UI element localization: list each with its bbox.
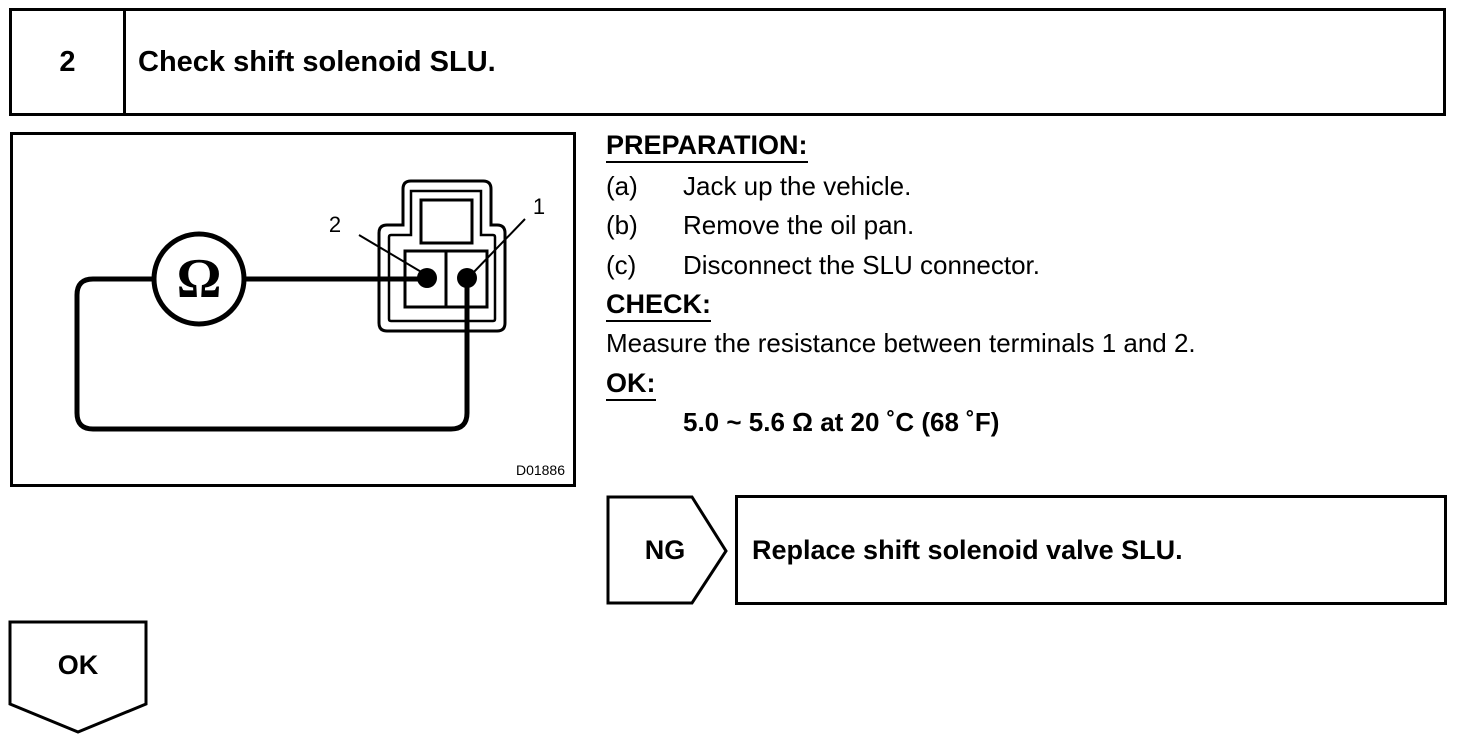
preparation-step-b: (b) Remove the oil pan. (606, 210, 914, 240)
preparation-heading: PREPARATION: (606, 130, 808, 163)
terminal-1-label: 1 (533, 194, 545, 219)
step-text: Disconnect the SLU connector. (683, 250, 1040, 280)
ng-arrow-tag (606, 495, 728, 605)
leader-line-2 (358, 234, 424, 274)
ng-action-box: Replace shift solenoid valve SLU. (735, 495, 1447, 605)
step-title: Check shift solenoid SLU. (138, 45, 496, 78)
wire-loop (74, 276, 470, 432)
step-letter: (c) (606, 250, 637, 280)
check-instruction: Measure the resistance between terminals… (606, 328, 1196, 358)
ng-action-text: Replace shift solenoid valve SLU. (752, 534, 1183, 565)
figure-code: D01886 (515, 462, 565, 478)
preparation-step-a: (a) Jack up the vehicle. (606, 171, 911, 201)
ok-label: OK (57, 649, 99, 680)
step-header: 2 Check shift solenoid SLU. (9, 8, 1446, 116)
resistance-specification: 5.0 ~ 5.6 Ω at 20 ˚C (68 ˚F) (683, 407, 1000, 437)
step-letter: (b) (606, 210, 638, 240)
step-text: Jack up the vehicle. (683, 171, 912, 201)
connector-diagram: Ω 2 1 D01886 (10, 132, 576, 487)
terminal-2-label: 2 (329, 212, 341, 237)
ohmmeter-circuit-diagram: Ω 2 1 (74, 179, 545, 432)
connector-inner-shell (387, 189, 497, 323)
leader-line-1 (470, 218, 526, 276)
connector-outer-shell (377, 179, 507, 333)
ok-spec-heading: OK: (606, 368, 656, 401)
connector-key (419, 198, 474, 245)
ohmmeter-icon (151, 231, 247, 327)
ok-arrow-tag (8, 620, 148, 734)
step-text: Remove the oil pan. (683, 210, 915, 240)
ng-label: NG (644, 534, 686, 565)
step-letter: (a) (606, 171, 638, 201)
preparation-step-c: (c) Disconnect the SLU connector. (606, 250, 1040, 280)
ohm-symbol: Ω (177, 248, 222, 310)
step-number: 2 (12, 11, 126, 113)
check-heading: CHECK: (606, 289, 711, 322)
